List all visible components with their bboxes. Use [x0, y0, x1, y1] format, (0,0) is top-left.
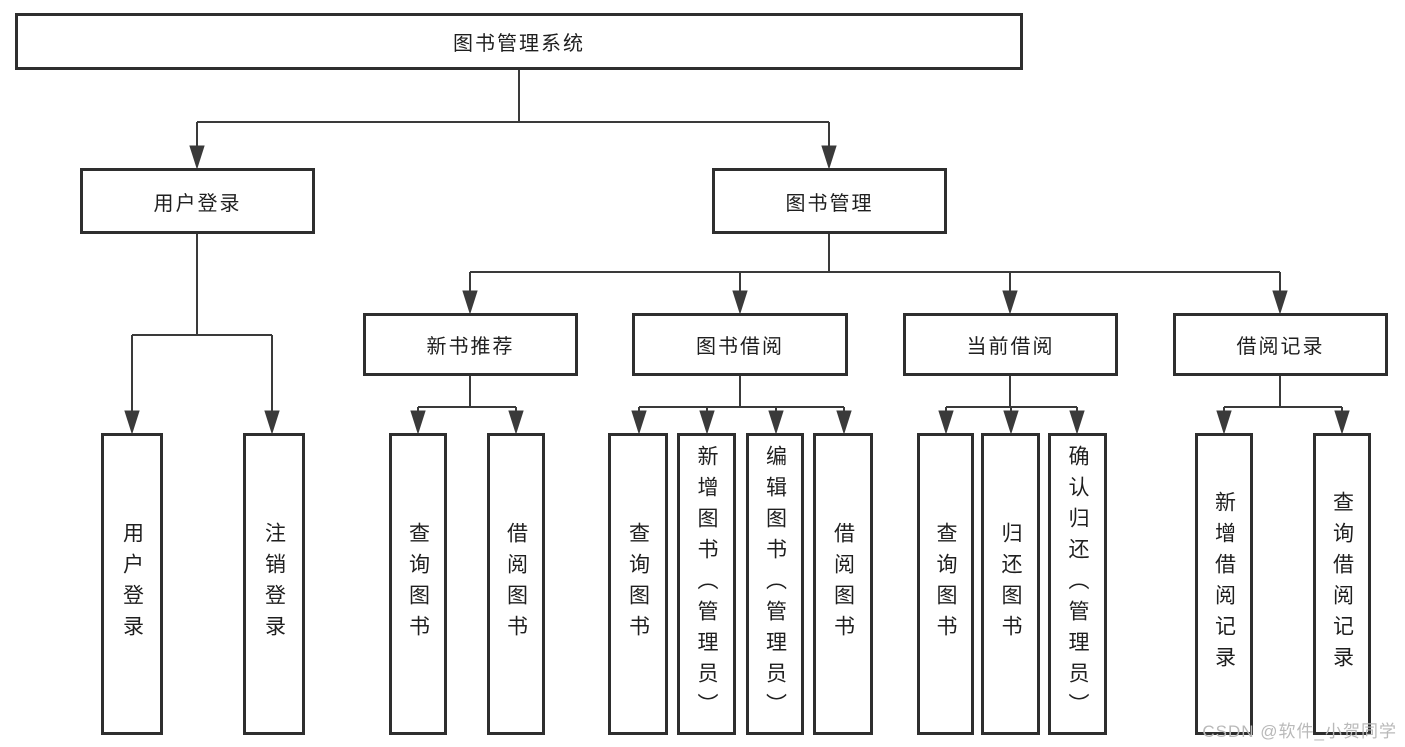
node-label: 借阅图书	[831, 522, 855, 646]
leaf-add-borrow-record: 新增借阅记录	[1195, 433, 1253, 735]
node-label: 图书管理系统	[453, 33, 585, 55]
arrowhead-icon	[631, 410, 647, 435]
leaf-borrow-books-borrow: 借阅图书	[813, 433, 873, 735]
arrowhead-icon	[821, 145, 837, 170]
node-label: 查询图书	[626, 522, 650, 646]
leaf-return-book: 归还图书	[981, 433, 1040, 735]
node-book-borrow: 图书借阅	[632, 313, 848, 376]
node-label: 归还图书	[999, 522, 1022, 646]
node-user-login: 用户登录	[80, 168, 315, 234]
leaf-query-books-borrow: 查询图书	[608, 433, 668, 735]
node-label: 借阅图书	[504, 522, 528, 646]
arrowhead-icon	[768, 410, 784, 435]
leaf-confirm-return-admin: 确认归还（管理员）	[1048, 433, 1107, 735]
node-label: 注销登录	[262, 522, 286, 646]
arrowhead-icon	[410, 410, 426, 435]
node-label: 新书推荐	[426, 336, 515, 358]
leaf-user-login: 用户登录	[101, 433, 163, 735]
arrowhead-icon	[836, 410, 852, 435]
arrowhead-icon	[1334, 410, 1350, 435]
node-label: 查询图书	[934, 522, 957, 646]
node-label: 图书借阅	[696, 336, 784, 358]
arrowhead-icon	[1272, 290, 1288, 315]
node-label: 用户登录	[153, 192, 242, 215]
node-label: 确认归还（管理员）	[1066, 444, 1089, 724]
node-label: 编辑图书（管理员）	[763, 444, 787, 724]
arrowhead-icon	[124, 410, 140, 435]
arrowhead-icon	[1216, 410, 1232, 435]
node-root: 图书管理系统	[15, 13, 1023, 70]
leaf-query-books-current: 查询图书	[917, 433, 974, 735]
node-current-borrow: 当前借阅	[903, 313, 1118, 376]
arrowhead-icon	[1002, 290, 1018, 315]
leaf-logout: 注销登录	[243, 433, 305, 735]
node-label: 用户登录	[120, 522, 144, 646]
leaf-query-borrow-record: 查询借阅记录	[1313, 433, 1371, 735]
arrowhead-icon	[462, 290, 478, 315]
leaf-edit-book-admin: 编辑图书（管理员）	[746, 433, 804, 735]
arrowhead-icon	[1003, 410, 1019, 435]
node-book-management: 图书管理	[712, 168, 947, 234]
node-label: 新增图书（管理员）	[695, 444, 718, 724]
arrowhead-icon	[508, 410, 524, 435]
node-label: 图书管理	[785, 192, 874, 215]
node-new-book-recommend: 新书推荐	[363, 313, 578, 376]
node-label: 新增借阅记录	[1212, 491, 1236, 677]
arrowhead-icon	[1069, 410, 1085, 435]
node-label: 查询借阅记录	[1330, 491, 1354, 677]
arrowhead-icon	[732, 290, 748, 315]
leaf-borrow-books-recommend: 借阅图书	[487, 433, 545, 735]
node-label: 查询图书	[406, 522, 430, 646]
arrowhead-icon	[938, 410, 954, 435]
node-borrow-records: 借阅记录	[1173, 313, 1388, 376]
leaf-query-books-recommend: 查询图书	[389, 433, 447, 735]
arrowhead-icon	[699, 410, 715, 435]
leaf-add-book-admin: 新增图书（管理员）	[677, 433, 736, 735]
node-label: 当前借阅	[966, 336, 1055, 358]
node-label: 借阅记录	[1236, 336, 1325, 358]
arrowhead-icon	[264, 410, 280, 435]
arrowhead-icon	[189, 145, 205, 170]
